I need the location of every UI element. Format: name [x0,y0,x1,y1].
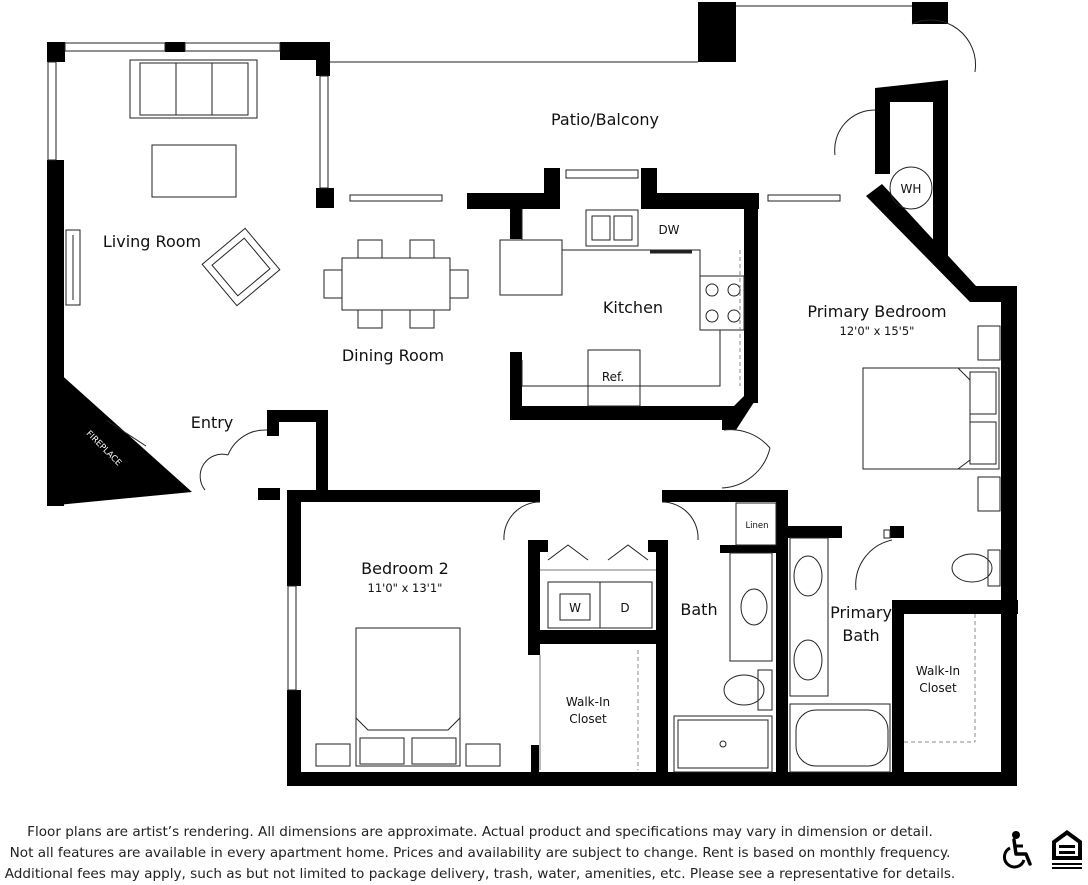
fixture-labels: DW Ref. WH W D [569,182,921,615]
primary-walk-in-closet-label-line2: Closet [919,681,957,695]
primary-walk-in-closet-label-line1: Walk-In [916,664,960,678]
walk-in-closet-label-line1: Walk-In [566,695,610,709]
primary-bath-label-line1: Primary [830,603,892,622]
dining-room-label: Dining Room [342,346,444,365]
furniture [65,59,1001,773]
water-heater-label: WH [901,182,922,196]
floor-plan: Patio/Balcony Living Room Dining Room Ki… [47,2,1018,786]
door-swings [105,19,977,591]
disclaimer-line-2: Not all features are available in every … [9,845,951,861]
equal-housing-opportunity-icon [1052,830,1082,869]
room-labels: Patio/Balcony Living Room Dining Room Ki… [84,110,960,726]
linen-label: Linen [745,521,768,531]
walls [47,2,1018,786]
patio-label: Patio/Balcony [551,110,659,129]
walk-in-closet-label-line2: Closet [569,712,607,726]
entry-label: Entry [191,413,234,432]
disclaimer-line-3: Additional fees may apply, such as but n… [4,866,956,882]
bedroom-2-dimensions: 11'0" x 13'1" [368,581,443,595]
washer-label: W [569,601,581,615]
dishwasher-label: DW [658,223,679,237]
bedroom-2-label: Bedroom 2 [361,559,449,578]
primary-bedroom-dimensions: 12'0" x 15'5" [840,324,915,338]
bath-label: Bath [680,600,717,619]
windows [47,5,912,691]
dryer-label: D [620,601,629,615]
refrigerator-label: Ref. [602,370,624,384]
compliance-logos [1002,830,1082,869]
living-room-label: Living Room [103,232,201,251]
kitchen-label: Kitchen [603,298,663,317]
wheelchair-icon [1002,831,1032,869]
disclaimer: Floor plans are artist’s rendering. All … [0,822,960,885]
disclaimer-line-1: Floor plans are artist’s rendering. All … [27,824,933,840]
primary-bath-label-line2: Bath [842,626,879,645]
primary-bedroom-label: Primary Bedroom [807,302,946,321]
